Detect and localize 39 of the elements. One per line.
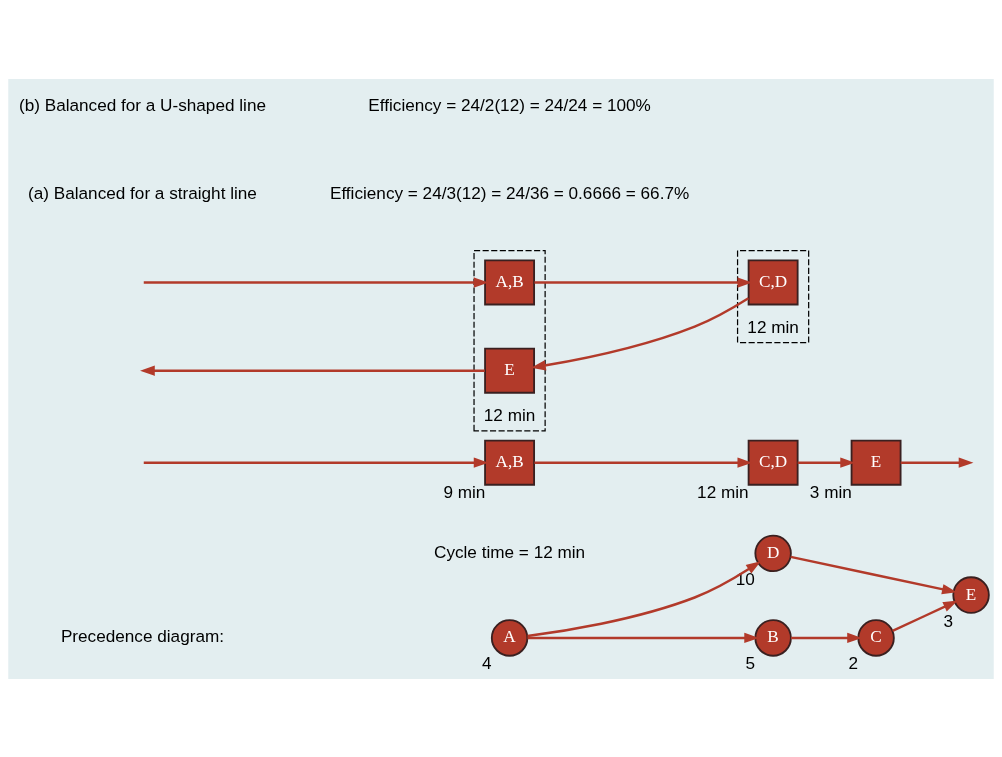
node-label: 3 min: [809, 481, 852, 502]
node-circle: B: [754, 618, 792, 657]
label: (b) Balanced for a U-shaped line: [18, 94, 266, 114]
node-circle: C: [857, 618, 895, 657]
arrow: [534, 457, 753, 468]
label: Efficiency = 24/2(12) = 24/24 = 100%: [368, 94, 651, 114]
node-label: 3: [943, 610, 954, 631]
node-label: 5: [745, 652, 756, 673]
arrow: [527, 632, 759, 643]
arrow: [790, 632, 862, 643]
node-circle: E: [952, 575, 990, 614]
node-label: 12 min: [747, 316, 799, 337]
node-label: 9 min: [443, 481, 486, 502]
node-box: A,B: [484, 439, 535, 486]
node-label: 2: [848, 652, 859, 673]
node-box: E: [850, 439, 902, 486]
arrow: [534, 276, 753, 288]
node-label: 4: [482, 652, 492, 673]
arrow: [790, 555, 957, 594]
label: Cycle time = 12 min: [434, 541, 586, 562]
node-circle: D: [754, 534, 792, 572]
arrow: [143, 276, 489, 288]
arrow: [900, 457, 974, 468]
node-label: 12 min: [697, 481, 749, 502]
arrow: [797, 457, 856, 468]
label: Efficiency = 24/3(12) = 24/36 = 0.6666 = 66.7%: [329, 182, 690, 203]
arrow: [143, 457, 489, 468]
node-box: E: [484, 347, 535, 394]
label: Precedence diagram:: [60, 625, 225, 646]
node-label: 12 min: [483, 404, 536, 425]
arrow: [531, 296, 750, 370]
node-box: A,B: [484, 259, 535, 305]
node-box: C,D: [747, 259, 799, 305]
arrow: [892, 600, 958, 632]
arrow: [527, 560, 761, 637]
node-box: C,D: [747, 439, 799, 486]
label: (a) Balanced for a straight line: [28, 182, 257, 203]
arrow: [140, 365, 485, 376]
node-circle: A: [490, 618, 529, 657]
